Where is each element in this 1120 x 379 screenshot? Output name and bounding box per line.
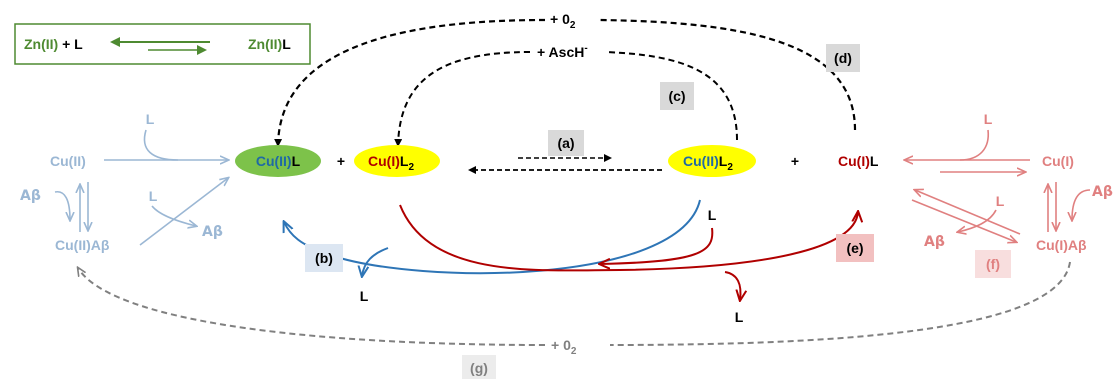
species-cu2-l2: Cu(II)L2 bbox=[668, 145, 756, 177]
red-reduction-arc bbox=[399, 204, 858, 272]
zn-right-label: Zn(II) bbox=[248, 36, 282, 52]
species-cu1-l2: Cu(I)L2 bbox=[354, 145, 440, 177]
ligand-e-bottom: L bbox=[735, 309, 744, 325]
plus-sign-right: + bbox=[791, 153, 799, 169]
red-ligand-release-arrow bbox=[724, 271, 740, 300]
svg-text:(d): (d) bbox=[834, 50, 852, 66]
left-l-uptake bbox=[143, 129, 179, 161]
svg-text:(f): (f) bbox=[986, 256, 1000, 272]
plus-sign-left: + bbox=[337, 153, 345, 169]
zn-equilibrium-box: Zn(II) + L Zn(II)L bbox=[14, 23, 311, 65]
svg-text:(a): (a) bbox=[557, 135, 574, 151]
svg-text:Zn(II)L: Zn(II)L bbox=[248, 36, 291, 52]
left-abeta-out: Aβ bbox=[202, 224, 223, 240]
asc-label: + AscH- bbox=[537, 43, 588, 60]
label-d: (d) bbox=[826, 44, 860, 72]
ascorbate-reduction-arc bbox=[398, 51, 738, 145]
right-abeta: Aβ bbox=[1092, 184, 1113, 200]
species-cu1-l: Cu(I)L bbox=[838, 153, 879, 169]
blue-ligand-exchange-arc bbox=[284, 199, 701, 275]
ligand-b: L bbox=[360, 288, 369, 304]
right-l-top: L bbox=[984, 111, 993, 127]
right-cu-abeta-cycle: Cu(I) L Aβ Cu(I)Aβ L Aβ (f) bbox=[905, 111, 1113, 278]
right-cu1: Cu(I) bbox=[1042, 153, 1074, 169]
label-b: (b) bbox=[305, 244, 343, 272]
species-cu2-l: Cu(II)L bbox=[235, 145, 321, 177]
left-abeta: Aβ bbox=[20, 188, 41, 204]
right-l-mid: L bbox=[996, 193, 1005, 209]
svg-text:Cu(II)L: Cu(II)L bbox=[256, 153, 301, 169]
svg-text:(e): (e) bbox=[846, 240, 863, 256]
svg-text:(b): (b) bbox=[315, 250, 333, 266]
o2-oxidation-arc bbox=[278, 18, 857, 145]
red-ligand-uptake-arrow bbox=[600, 227, 714, 264]
zn-plus-l: + L bbox=[58, 36, 83, 52]
svg-text:Cu(I)L2: Cu(I)L2 bbox=[368, 153, 414, 173]
left-l-top: L bbox=[146, 111, 155, 127]
left-cu2-abeta: Cu(II)Aβ bbox=[55, 237, 110, 253]
left-cu-abeta-cycle: Cu(II) L Aβ Cu(II)Aβ L Aβ bbox=[20, 111, 228, 253]
ligand-e-top: L bbox=[708, 207, 717, 223]
right-abeta-out: Aβ bbox=[924, 234, 945, 250]
blue-ligand-release-arrow bbox=[362, 247, 389, 276]
svg-text:(g): (g) bbox=[470, 360, 488, 376]
label-a: (a) bbox=[548, 130, 584, 156]
svg-text:Cu(II)L2: Cu(II)L2 bbox=[683, 153, 733, 173]
svg-text:(c): (c) bbox=[668, 88, 685, 104]
left-l-mid: L bbox=[149, 188, 158, 204]
left-cu2: Cu(II) bbox=[50, 153, 86, 169]
label-g: (g) bbox=[462, 355, 496, 379]
top-o2-label: + 02 bbox=[550, 11, 576, 31]
zn-left-label: Zn(II) bbox=[24, 36, 58, 52]
label-e: (e) bbox=[836, 234, 874, 262]
bottom-o2-label: + 02 bbox=[551, 337, 577, 357]
label-c: (c) bbox=[660, 82, 694, 110]
svg-text:Zn(II) + L: Zn(II) + L bbox=[24, 36, 83, 52]
bottom-o2-arc bbox=[78, 262, 1071, 346]
right-cu1-abeta: Cu(I)Aβ bbox=[1036, 237, 1087, 253]
label-f: (f) bbox=[975, 250, 1011, 278]
